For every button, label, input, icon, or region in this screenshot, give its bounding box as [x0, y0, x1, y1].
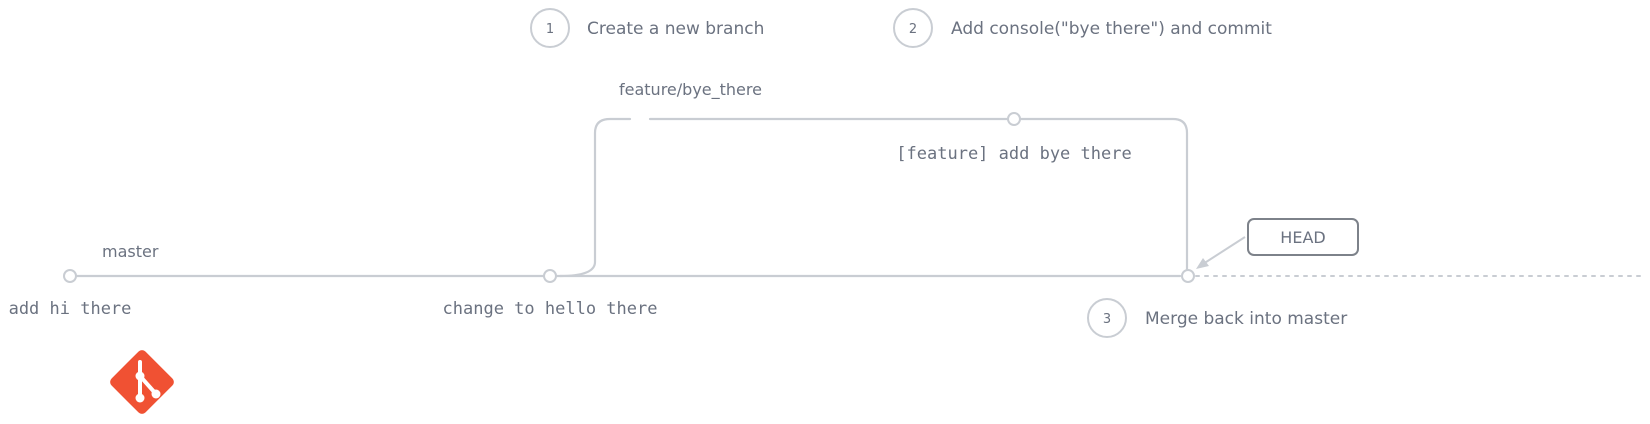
step-3-text: Merge back into master — [1145, 309, 1347, 329]
step-1: 1 Create a new branch — [530, 8, 764, 48]
feature-branch-line-out — [558, 117, 632, 278]
feature-branch-line — [648, 117, 1189, 274]
commit-3: [feature] add bye there — [896, 112, 1132, 164]
commit-node — [543, 269, 557, 283]
commit-message: change to hello there — [443, 299, 658, 319]
git-logo-dot — [135, 371, 145, 381]
head-label: HEAD — [1280, 228, 1325, 247]
step-2-text: Add console("bye there") and commit — [951, 19, 1272, 39]
head-arrow — [1202, 236, 1246, 265]
step-1-number: 1 — [546, 22, 554, 37]
step-3: 3 Merge back into master — [1087, 298, 1347, 338]
head-arrow-tip — [1196, 258, 1209, 269]
commit-1: add hi there — [9, 269, 132, 319]
merge-commit — [1181, 269, 1195, 283]
step-2: 2 Add console("bye there") and commit — [893, 8, 1272, 48]
git-logo-dot — [135, 393, 145, 403]
master-branch-label: master — [102, 242, 159, 261]
step-3-number: 3 — [1103, 312, 1111, 327]
head-pointer: HEAD — [1196, 218, 1359, 269]
commit-node — [1181, 269, 1195, 283]
commit-message: [feature] add bye there — [896, 144, 1131, 164]
step-3-badge — [1087, 298, 1127, 338]
commit-node — [63, 269, 77, 283]
head-box — [1247, 218, 1359, 256]
step-1-badge — [530, 8, 570, 48]
step-1-text: Create a new branch — [587, 19, 764, 39]
commit-message: add hi there — [9, 299, 132, 319]
feature-branch-label: feature/bye_there — [619, 80, 762, 100]
git-logo-icon — [110, 350, 174, 414]
step-2-badge — [893, 8, 933, 48]
commit-2: change to hello there — [443, 269, 658, 319]
step-2-number: 2 — [909, 22, 917, 37]
commit-node — [1007, 112, 1021, 126]
git-logo-dot — [151, 389, 161, 399]
